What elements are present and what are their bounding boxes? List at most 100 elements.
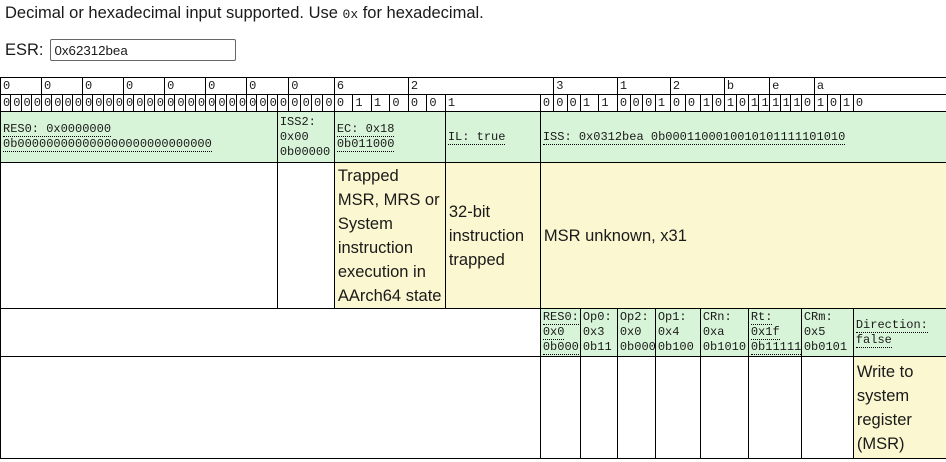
bit-cell-47: 0 [164,94,176,112]
desc-iss: MSR unknown, x31 [539,162,946,309]
bit-cell-0: 0 [852,94,946,112]
bit-cell-27: 0 [407,94,428,112]
bit-cell-41: 0 [225,94,237,112]
bit-cell-39: 0 [246,94,258,112]
bit-cell-57: 0 [61,94,73,112]
subfield-op2-text: Op2: [619,310,649,324]
hex-digit-cell-0: 0 [0,77,43,95]
field-ec-text: 0b011000 [336,137,395,152]
bit-cell-48: 0 [153,94,166,112]
subfield-op1-text: Op1: [657,310,687,324]
subfield-crm-text: 0b0101 [803,340,848,354]
pad-op0 [579,356,618,459]
subfield-rt-text: 0b11111 [750,340,802,355]
bit-cell-14: 0 [684,94,701,112]
bit-cell-54: 0 [92,94,104,112]
bit-cell-7: 1 [769,94,781,112]
hex-digit-cell-15: a [813,77,946,95]
esr-input[interactable] [49,39,236,61]
bit-cell-46: 0 [174,94,186,112]
pad-res0 [0,162,278,309]
field-iss-text: ISS: 0x0312bea 0b00011000100101011111010… [542,129,846,145]
bit-cell-17: 0 [642,94,656,112]
field-iss: ISS: 0x0312bea 0b00011000100101011111010… [539,111,946,163]
hex-digit-cell-8: 6 [333,77,409,95]
field-iss2-text: ISS2: [279,114,316,129]
bit-cell-20: 1 [598,94,618,112]
subfield-op1-text: 0b100 [657,340,694,354]
bit-cell-44: 0 [194,94,207,112]
bit-cell-38: 0 [256,94,268,112]
desc-direction: Write to system register (MSR) [852,356,946,459]
hex-digit-cell-9: 2 [407,77,555,95]
pad-op1 [654,356,701,459]
intro-prefix: Decimal or hexadecimal input supported. … [5,4,343,22]
pad-crn [699,356,749,459]
bit-cell-8: 1 [758,94,771,112]
hex-digit-cell-4: 0 [164,77,207,95]
bit-cell-33: 0 [311,94,324,112]
bit-cell-23: 0 [553,94,568,112]
subfield-crm-text: CRm: [803,310,833,324]
intro-text: Decimal or hexadecimal input supported. … [5,3,946,25]
subfield-op0-text: Op0: [582,310,612,324]
bit-cell-15: 0 [669,94,686,112]
bit-cell-2: 0 [826,94,841,112]
bit-cell-9: 1 [747,94,760,112]
hex-digit-cell-3: 0 [123,77,166,95]
subfield-direction: Direction:false [852,308,946,357]
bit-cell-25: 1 [444,94,541,112]
hex-digit-cell-5: 0 [205,77,248,95]
hex-digit-cell-10: 3 [553,77,618,95]
bit-cell-13: 1 [699,94,713,112]
hex-digit-cell-14: e [769,77,815,95]
bit-cell-16: 1 [654,94,671,112]
subfield-iss-res0-text: 0x0 [542,325,565,340]
bit-cell-49: 0 [143,94,155,112]
esr-input-row: ESR: [5,39,946,61]
bit-cell-42: 0 [215,94,227,112]
subfield-crm-text: 0x5 [803,325,826,339]
bit-cell-60: 0 [30,94,43,112]
bit-cell-58: 0 [51,94,63,112]
pad-left [0,356,541,459]
bit-cell-22: 0 [566,94,581,112]
bit-cell-35: 0 [288,94,301,112]
bit-cell-52: 0 [112,94,125,112]
hex-prefix-code: 0x [342,7,359,22]
bit-cell-45: 0 [184,94,196,112]
bit-cell-62: 0 [10,94,22,112]
bit-cell-29: 1 [370,94,391,112]
bit-cell-11: 1 [723,94,737,112]
field-res0-text: 0b000000000000000000000000000 [3,137,212,152]
bit-cell-3: 1 [813,94,828,112]
bit-cell-63: 0 [0,94,12,112]
pad-rt [747,356,802,459]
hex-digit-cell-11: 1 [616,77,671,95]
pad-op2 [616,356,656,459]
hex-digit-cell-13: b [723,77,771,95]
subfield-op0-text: 0b11 [582,340,612,354]
bit-cell-53: 0 [102,94,114,112]
bit-cell-5: 1 [790,94,802,112]
pad-iss2 [276,162,335,309]
hex-digit-cell-1: 0 [41,77,84,95]
bit-cell-12: 0 [711,94,725,112]
subfield-rt-text: 0x1f [750,325,780,340]
subfield-direction-text: Direction: [855,317,928,333]
bit-cell-1: 1 [839,94,854,112]
field-ec-text: EC: 0x18 [336,122,395,137]
subfield-iss-res0-text: 0b000 [542,340,579,355]
bit-cell-50: 0 [133,94,145,112]
bit-cell-28: 0 [389,94,409,112]
field-iss2-text: 0b00000 [279,144,331,159]
subfield-op1-text: 0x4 [657,325,680,339]
